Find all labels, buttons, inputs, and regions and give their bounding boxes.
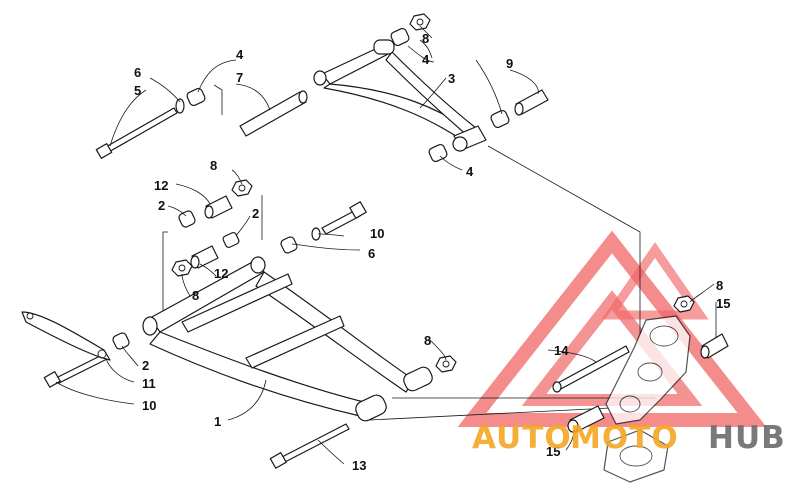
bolt-14	[552, 345, 630, 393]
nut-8-top	[409, 13, 431, 31]
sleeve-12-lower	[190, 245, 219, 269]
nut-8-right	[673, 295, 695, 313]
callout-2-a: 2	[158, 198, 165, 213]
callout-2-b: 2	[252, 206, 259, 221]
bushing-2-c	[112, 332, 130, 350]
callout-9: 9	[506, 56, 513, 71]
upper-a-arm	[313, 39, 487, 152]
bushing-4-right	[490, 109, 510, 129]
callout-10-upper: 10	[370, 226, 384, 241]
callout-15-lower: 15	[546, 444, 560, 459]
bolt-10-lower	[43, 353, 108, 388]
callout-8-top: 8	[422, 31, 429, 46]
spindle-knuckle	[603, 315, 691, 483]
sleeve-15	[700, 333, 729, 359]
watermark-triangle-small	[601, 242, 709, 320]
callout-15-upper: 15	[716, 296, 730, 311]
lower-a-arm	[142, 256, 433, 422]
callout-1: 1	[214, 414, 221, 429]
callout-labels: 6 5 4 7 8 4 3 9 4 8 12 2 2 10 6 12 8 2 1…	[134, 31, 730, 473]
callout-8-upper-left: 8	[210, 158, 217, 173]
callout-12-lower: 12	[214, 266, 228, 281]
callout-10-lower: 10	[142, 398, 156, 413]
callout-8-lower-right: 8	[424, 333, 431, 348]
callout-7: 7	[236, 70, 243, 85]
washer-6-left	[175, 98, 185, 114]
bolt-5	[95, 107, 178, 159]
nut-8-middle	[171, 259, 193, 277]
pin-9	[514, 89, 549, 116]
watermark-word-hub: HUB	[708, 420, 786, 456]
sleeve-15-lower	[567, 405, 605, 433]
bolt-13	[269, 423, 350, 469]
callout-14: 14	[554, 343, 569, 358]
callout-8-middle: 8	[192, 288, 199, 303]
nut-8-lower-right	[435, 355, 457, 373]
bolt-10-upper	[321, 201, 367, 235]
nut-8-upper-left	[231, 179, 253, 197]
watermark-word-auto: AUTO	[472, 420, 572, 456]
bushing-2-d	[222, 231, 240, 249]
callout-11: 11	[142, 376, 156, 391]
bushing-2-b	[280, 236, 298, 254]
callout-3: 3	[448, 71, 455, 86]
bushing-4-left	[186, 87, 206, 107]
callout-8-right: 8	[716, 278, 723, 293]
pin-7	[239, 90, 308, 137]
leader-lines	[55, 25, 717, 465]
callout-6-upper: 6	[134, 65, 141, 80]
callout-13: 13	[352, 458, 366, 473]
callout-12-upper: 12	[154, 178, 168, 193]
callout-6-right: 6	[368, 246, 375, 261]
sleeve-12-upper	[204, 195, 233, 219]
bushing-4-bottom	[428, 143, 448, 163]
callout-4-top: 4	[422, 52, 430, 67]
link-11	[21, 311, 111, 361]
callout-4-left: 4	[236, 47, 244, 62]
bushing-4-top	[390, 27, 410, 47]
watermark-word-moto: MOTO	[570, 420, 679, 456]
callout-2-c: 2	[142, 358, 149, 373]
watermark-wordmark: AUTO MOTO HUB	[472, 420, 786, 456]
callout-4-bottom: 4	[466, 164, 474, 179]
callout-5: 5	[134, 83, 141, 98]
bushing-2-a	[178, 210, 196, 228]
